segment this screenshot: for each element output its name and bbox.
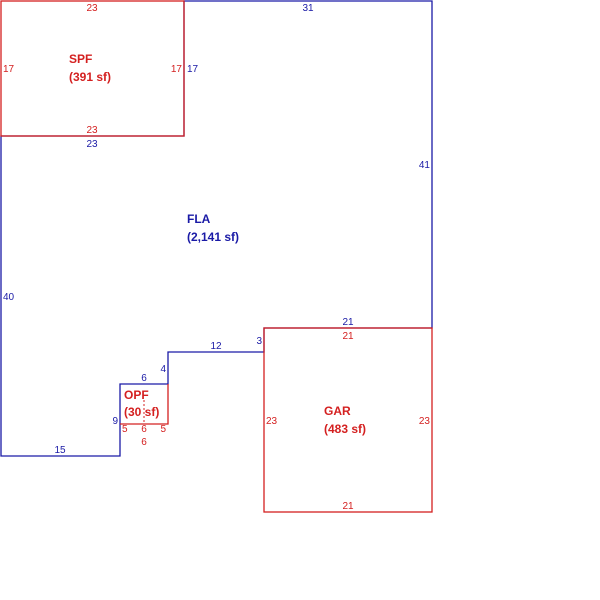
spf-size: (391 sf) (69, 70, 111, 84)
spf-dim-left: 17 (3, 64, 15, 75)
fla-dim-right: 41 (419, 160, 431, 171)
spf-dim-right: 17 (171, 64, 183, 75)
opf-size: (30 sf) (124, 405, 159, 419)
opf-label: OPF (124, 388, 149, 402)
fla-dim-left: 40 (3, 292, 15, 303)
gar-dim-top: 21 (342, 331, 354, 342)
opf-dim-left: 5 (122, 424, 128, 435)
gar-label: GAR (324, 404, 351, 418)
fla-dim-spf-bottom: 23 (86, 139, 98, 150)
spf-dim-bottom: 23 (86, 125, 98, 136)
gar-dim-left: 23 (266, 416, 278, 427)
gar-size: (483 sf) (324, 422, 366, 436)
gar-dim-right: 23 (419, 416, 431, 427)
spf-label: SPF (69, 52, 92, 66)
spf-dim-top: 23 (86, 3, 98, 14)
fla-dim-top-right: 31 (302, 3, 314, 14)
fla-dim-step-vertical: 4 (160, 364, 166, 375)
opf-dim-inner-b: 5 (160, 424, 166, 435)
opf-dim-inner-a: 6 (141, 424, 147, 435)
gar-outline (263, 327, 433, 513)
fla-size: (2,141 sf) (187, 230, 239, 244)
fla-label: FLA (187, 212, 211, 226)
fla-dim-step-up: 3 (256, 336, 262, 347)
fla-dim-gar-top: 21 (342, 317, 354, 328)
opf-outline (120, 384, 169, 425)
spf-outline (0, 0, 185, 137)
fla-dim-bottom-left: 15 (54, 445, 66, 456)
fla-dim-step-horizontal: 12 (210, 341, 222, 352)
gar-dim-bottom: 21 (342, 501, 354, 512)
fla-dim-opf-top: 6 (141, 373, 147, 384)
fla-outline (0, 0, 433, 457)
fla-dim-opf-left: 9 (112, 416, 118, 427)
fla-dim-spf-right: 17 (187, 64, 199, 75)
opf-dim-bottom: 6 (141, 437, 147, 448)
